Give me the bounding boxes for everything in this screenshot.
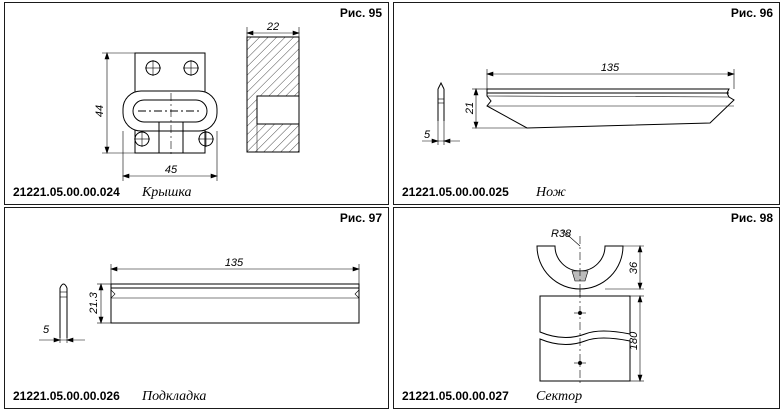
figure-number: Рис. 95	[339, 6, 382, 20]
panel-fig-96: 135 21 5 Рис. 96 21221.05.00.00.025 Нож	[393, 2, 780, 205]
blade-view	[486, 88, 735, 129]
top-view	[536, 229, 624, 296]
dim-height: 21.3	[88, 291, 100, 314]
dim-height: 44	[94, 105, 106, 117]
front-view	[539, 290, 631, 386]
dim-length: 135	[601, 62, 620, 74]
dim-radius: R38	[551, 228, 572, 240]
dim-length: 135	[225, 257, 244, 269]
side-profile	[59, 283, 68, 338]
dim-height: 36	[628, 261, 640, 274]
dimension-lines	[422, 69, 735, 145]
panel-fig-97: 135 21.3 5 Рис. 97 21221.05.00.00.026 По…	[4, 207, 389, 409]
part-code: 21221.05.00.00.024	[13, 185, 120, 199]
figure-number: Рис. 97	[339, 211, 382, 225]
drawing-sektor: R38 36 180	[536, 228, 644, 386]
dimension-lines	[102, 27, 300, 181]
drawing-nozh: 135 21 5	[422, 62, 735, 145]
part-code: 21221.05.00.00.026	[13, 389, 120, 403]
dimension-lines	[39, 264, 360, 343]
side-profile	[437, 81, 445, 121]
dim-thickness: 22	[266, 21, 279, 33]
part-code: 21221.05.00.00.027	[402, 389, 509, 403]
part-name: Крышка	[142, 185, 192, 200]
side-view	[246, 36, 300, 153]
figure-number: Рис. 96	[730, 6, 773, 20]
drawing-podkladka: 135 21.3 5	[39, 257, 360, 343]
panel-fig-98: R38 36 180 Рис. 98 21221.05.00.00.027 Се…	[393, 207, 780, 409]
panel-fig-95: 44 45 22 Рис. 95 21221.05.00.00.024 Крыш…	[4, 2, 389, 205]
dim-thickness: 5	[43, 324, 50, 336]
dim-height: 21	[464, 102, 476, 115]
part-code: 21221.05.00.00.025	[402, 185, 509, 199]
front-view	[122, 52, 218, 155]
part-name: Нож	[536, 185, 566, 200]
dim-length: 180	[628, 331, 640, 350]
dimension-lines	[605, 245, 644, 382]
plate-view	[110, 283, 360, 324]
figure-number: Рис. 98	[730, 211, 773, 225]
dim-thickness: 5	[424, 129, 431, 141]
part-name: Сектор	[536, 389, 583, 404]
drawing-kryshka: 44 45 22	[94, 21, 300, 181]
part-name: Подкладка	[142, 389, 207, 404]
dim-width: 45	[165, 164, 178, 176]
